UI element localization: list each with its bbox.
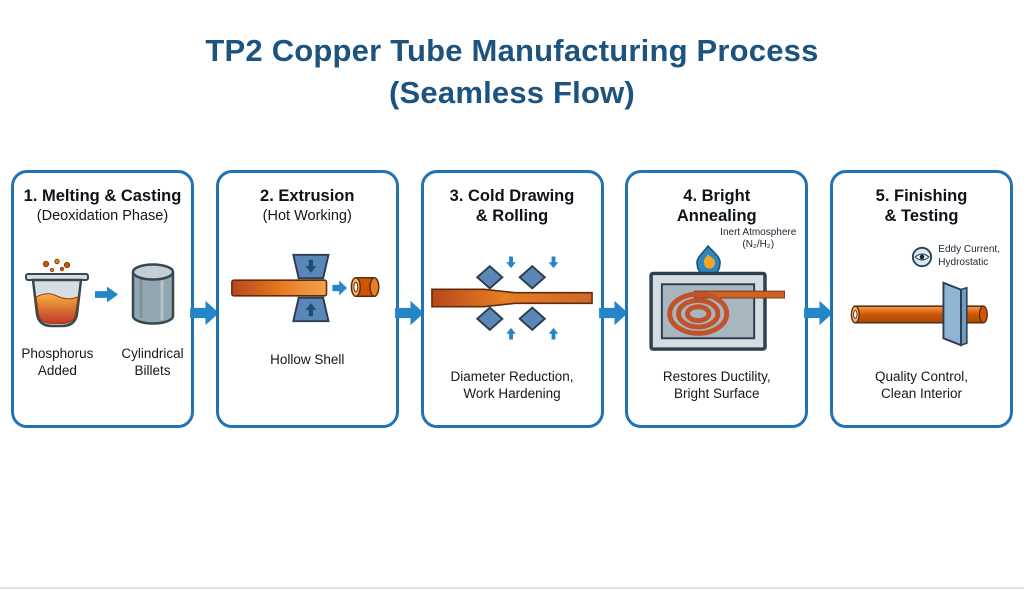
stage-caption: Quality Control, Clean Interior [874, 369, 969, 402]
page-title: TP2 Copper Tube Manufacturing Process (S… [0, 30, 1024, 114]
stage-subheading: (Hot Working) [262, 208, 352, 225]
title-line-2: (Seamless Flow) [389, 74, 635, 110]
stage-card-finishing-testing: 5. Finishing & Testing Eddy Current, Hyd… [830, 169, 1013, 428]
flow-arrow-icon [804, 300, 834, 325]
stage-caption: Diameter Reduction, Work Hardening [450, 369, 574, 402]
process-flow: 1. Melting & Casting (Deoxidation Phase) [0, 169, 1024, 428]
stage-graphic [225, 224, 390, 351]
flow-connector [394, 170, 424, 428]
stage-heading: 2. Extrusion [260, 186, 355, 205]
copper-coil-icon [667, 291, 729, 336]
test-fixture-icon [850, 281, 988, 347]
arrow-right-icon [95, 286, 119, 303]
caption-billets: Cylindrical Billets [121, 345, 184, 378]
flow-arrow-icon [599, 300, 629, 325]
eye-icon [912, 246, 933, 267]
stage-card-extrusion: 2. Extrusion (Hot Working) [215, 169, 399, 428]
stage-caption: Restores Ductility, Bright Surface [662, 369, 771, 402]
stage-heading: 5. Finishing & Testing [875, 186, 968, 226]
stage-card-bright-annealing: 4. Bright Annealing Inert Atmosphere (N₂… [625, 169, 809, 428]
hollow-shell-icon [350, 276, 380, 297]
annotation-eddy-current: Eddy Current, Hydrostatic [938, 244, 1000, 268]
rolling-mill-icon [431, 256, 593, 340]
billet-icon [131, 262, 174, 325]
flow-connector [599, 170, 629, 428]
annotation-inert-atmosphere: Inert Atmosphere (N₂/H₂) [720, 226, 797, 251]
flow-connector [189, 170, 219, 428]
stage-heading: 4. Bright Annealing [676, 186, 757, 226]
flow-arrow-icon [394, 300, 424, 325]
stage-graphic [430, 227, 595, 368]
stage-caption: Hollow Shell [270, 352, 345, 368]
caption-phosphorus: Phosphorus Added [21, 345, 94, 378]
stage-heading: 3. Cold Drawing & Rolling [449, 186, 575, 226]
annealing-furnace-icon [649, 244, 785, 351]
crucible-icon [25, 258, 90, 327]
stage-heading: 1. Melting & Casting [23, 186, 182, 205]
stage-graphic: Inert Atmosphere (N₂/H₂) [634, 227, 799, 368]
stage-card-melting-casting: 1. Melting & Casting (Deoxidation Phase) [11, 169, 194, 428]
flow-arrow-icon [189, 300, 219, 325]
stage-subheading: (Deoxidation Phase) [36, 208, 169, 225]
flow-connector [804, 170, 834, 428]
extrusion-die-icon [231, 253, 380, 323]
stage-card-cold-drawing: 3. Cold Drawing & Rolling Diameter Red [420, 169, 604, 428]
stage-graphic: Eddy Current, Hydrostatic [839, 227, 1004, 368]
stage-graphic: Phosphorus Added Cylindrical Billets [20, 224, 185, 412]
title-line-1: TP2 Copper Tube Manufacturing Process [205, 33, 819, 68]
